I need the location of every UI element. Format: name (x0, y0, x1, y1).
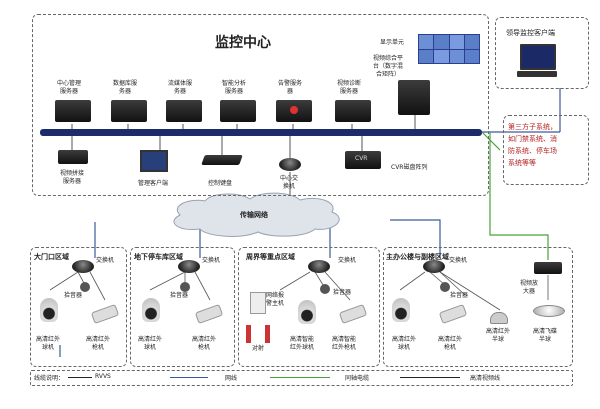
cam-label-2a: 高清红外球机 (138, 336, 163, 351)
third-party-box (503, 115, 589, 185)
splice-server-icon (58, 150, 88, 164)
legend-line-coax (270, 377, 330, 378)
cam-label-1a: 高清红外球机 (36, 336, 61, 351)
leader-monitor-icon (520, 44, 556, 70)
display-unit-label: 显示单元 (380, 39, 405, 46)
amplifier-label: 视频放大器 (520, 280, 539, 295)
leader-client-box (495, 17, 589, 89)
server-icon-2 (111, 100, 147, 122)
zone-title-4: 主办公楼与副楼区域 (386, 253, 449, 261)
zone-switch-label-2: 交换机 (202, 257, 221, 264)
cam-label-4b: 高清红外枪机 (438, 336, 463, 351)
cvr-label: CVR磁盘阵列 (391, 164, 428, 171)
cam-label-3b: 高清智能红外枪机 (332, 336, 357, 351)
splice-server-label: 视频拼接服务器 (60, 170, 85, 185)
alarm-host-label: 网络报警主机 (266, 292, 285, 307)
zone-box-1 (30, 247, 127, 367)
client-label: 管理客户端 (138, 180, 169, 187)
dome-camera-icon-2 (142, 298, 160, 322)
pickup-icon-2 (180, 282, 190, 292)
zone-switch-icon-3 (308, 260, 330, 273)
legend-line-net (170, 377, 208, 378)
zone-title-1: 大门口区域 (34, 253, 69, 261)
cvr-device-icon (345, 151, 381, 169)
dome-camera-icon-4 (392, 298, 410, 322)
video-wall (418, 34, 480, 64)
pickup-icon-4 (440, 282, 450, 292)
amplifier-icon (534, 262, 562, 274)
legend-rvvs-label: RVVS (95, 373, 111, 380)
zone-box-3 (238, 247, 380, 367)
beam-sensor-icon (246, 325, 270, 343)
monitoring-center-box (32, 14, 489, 196)
pickup-icon-1 (80, 282, 90, 292)
cam-label-4a: 高清红外球机 (392, 336, 417, 351)
beam-label: 对射 (252, 345, 265, 352)
zone-switch-label-4: 交换机 (449, 257, 468, 264)
network-backbone (40, 129, 482, 136)
half-dome-icon (490, 312, 508, 324)
server-icon-3 (166, 100, 202, 122)
video-platform-device (398, 80, 430, 115)
server-icon-1 (55, 100, 91, 122)
legend-coax-label: 同轴电缆 (345, 375, 370, 382)
pickup-label-4: 拾音器 (450, 292, 469, 299)
server-label-1: 中心管理服务器 (57, 80, 82, 95)
server-icon-4 (220, 100, 256, 122)
cam-label-3a: 高清智能红外球机 (290, 336, 315, 351)
legend-title: 线缆说明： (34, 375, 65, 382)
pickup-icon-3 (320, 284, 330, 294)
cam-label-1b: 高清红外枪机 (86, 336, 111, 351)
legend-line-hd (400, 377, 460, 378)
monitoring-center-title: 监控中心 (215, 35, 271, 51)
zone-box-2 (130, 247, 235, 367)
dome-camera-icon-3 (298, 300, 316, 324)
core-switch-label: 中心交换机 (280, 175, 299, 190)
server-label-6: 视频诊断服务器 (337, 80, 362, 95)
zone-switch-icon-1 (72, 260, 94, 273)
zone-switch-icon-2 (178, 260, 200, 273)
server-label-2: 数据库服务器 (113, 80, 138, 95)
core-switch-icon (279, 158, 301, 171)
pickup-label-2: 拾音器 (170, 292, 189, 299)
zone-title-2: 地下停车库区域 (134, 253, 183, 261)
zone-title-3: 周界等重点区域 (246, 253, 295, 261)
cam-label-2b: 高清红外枪机 (192, 336, 217, 351)
third-party-label: 第三方子系统，如门禁系统、消防系统、停车场系统等等 (508, 123, 557, 167)
zone-switch-icon-4 (423, 260, 445, 273)
transport-label: 传输网络 (240, 211, 268, 219)
server-label-4: 智能分析服务器 (222, 80, 247, 95)
pickup-label-1: 拾音器 (64, 292, 83, 299)
legend-line-rvvs (68, 377, 92, 378)
server-label-5: 告警服务器 (278, 80, 303, 95)
ufo-dome-label: 高清飞碟半球 (533, 328, 558, 343)
alarm-icon (290, 106, 298, 114)
leader-client-label: 领导监控客户端 (506, 29, 555, 37)
legend-net-label: 网线 (225, 375, 238, 382)
server-icon-5 (276, 100, 312, 122)
cvr-text: CVR (355, 155, 368, 162)
pickup-label-3: 拾音器 (333, 289, 352, 296)
client-monitor-icon (140, 150, 168, 172)
alarm-host-icon (250, 292, 266, 314)
video-platform-label: 视频综合平台（数字混合矩阵） (373, 55, 404, 78)
dome-camera-icon-1 (40, 298, 58, 322)
zone-switch-label-3: 交换机 (338, 257, 357, 264)
keyboard-label: 控制键盘 (208, 180, 233, 187)
keyboard-icon (201, 155, 243, 165)
leader-keyboard-icon (517, 71, 557, 77)
legend-hd-label: 高清视频线 (470, 375, 501, 382)
zone-box-4 (383, 247, 573, 367)
cam-label-4c: 高清红外半球 (486, 328, 511, 343)
zone-switch-label-1: 交换机 (96, 257, 115, 264)
server-label-3: 流媒体服务器 (168, 80, 193, 95)
server-icon-6 (335, 100, 371, 122)
ufo-dome-icon (533, 305, 565, 317)
legend-box (30, 370, 573, 386)
